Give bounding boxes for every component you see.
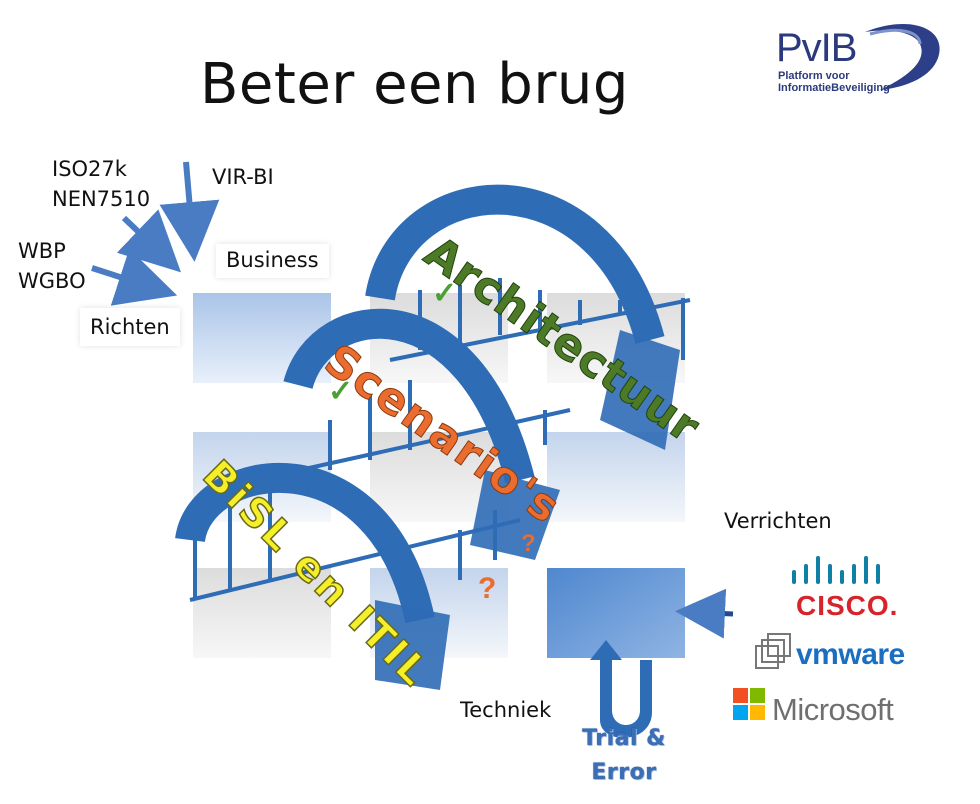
verrichten-label: Verrichten bbox=[724, 509, 832, 533]
question-mark-2: ? bbox=[478, 572, 497, 605]
input-arrows bbox=[91, 161, 220, 306]
input-label-wbp: WBP bbox=[18, 239, 66, 263]
business-label: Business bbox=[216, 244, 329, 278]
bridge-bisl bbox=[175, 462, 521, 690]
pvib-logo: PvIB Platform voor InformatieBeveiliging bbox=[770, 18, 950, 98]
check-mark-mid: ✓ bbox=[328, 375, 354, 408]
input-label-vir: VIR-BI bbox=[212, 165, 274, 189]
microsoft-logo-text: Microsoft bbox=[772, 692, 894, 727]
question-mark-1: ? bbox=[521, 530, 536, 557]
trial-error-label-line1: Trial & bbox=[582, 726, 666, 751]
microsoft-logo-icon bbox=[733, 688, 765, 720]
bridge-architectuur bbox=[365, 184, 691, 450]
verrichten-arrow bbox=[675, 588, 734, 639]
bridge-scenarios bbox=[283, 308, 571, 560]
pvib-swoosh-icon bbox=[865, 24, 940, 91]
pvib-logo-line2: InformatieBeveiliging bbox=[778, 82, 890, 94]
cisco-bars-icon bbox=[792, 556, 880, 584]
page-title: Beter een brug bbox=[200, 52, 629, 117]
pvib-logo-name: PvIB bbox=[776, 26, 857, 70]
input-label-wgbo: WGBO bbox=[18, 269, 86, 293]
vmware-logo-text: vmware bbox=[796, 638, 905, 671]
techniek-label: Techniek bbox=[460, 698, 552, 722]
input-label-iso: ISO27k bbox=[52, 157, 127, 181]
check-mark-top: ✓ bbox=[432, 277, 458, 310]
cisco-logo-text: CISCO. bbox=[796, 590, 899, 621]
trial-error-loop-icon bbox=[590, 640, 652, 738]
pvib-logo-line1: Platform voor bbox=[778, 70, 850, 82]
richten-label: Richten bbox=[80, 308, 180, 346]
vmware-squares-icon bbox=[755, 633, 791, 669]
input-label-nen: NEN7510 bbox=[52, 187, 151, 211]
trial-error-label-line2: Error bbox=[591, 760, 657, 785]
